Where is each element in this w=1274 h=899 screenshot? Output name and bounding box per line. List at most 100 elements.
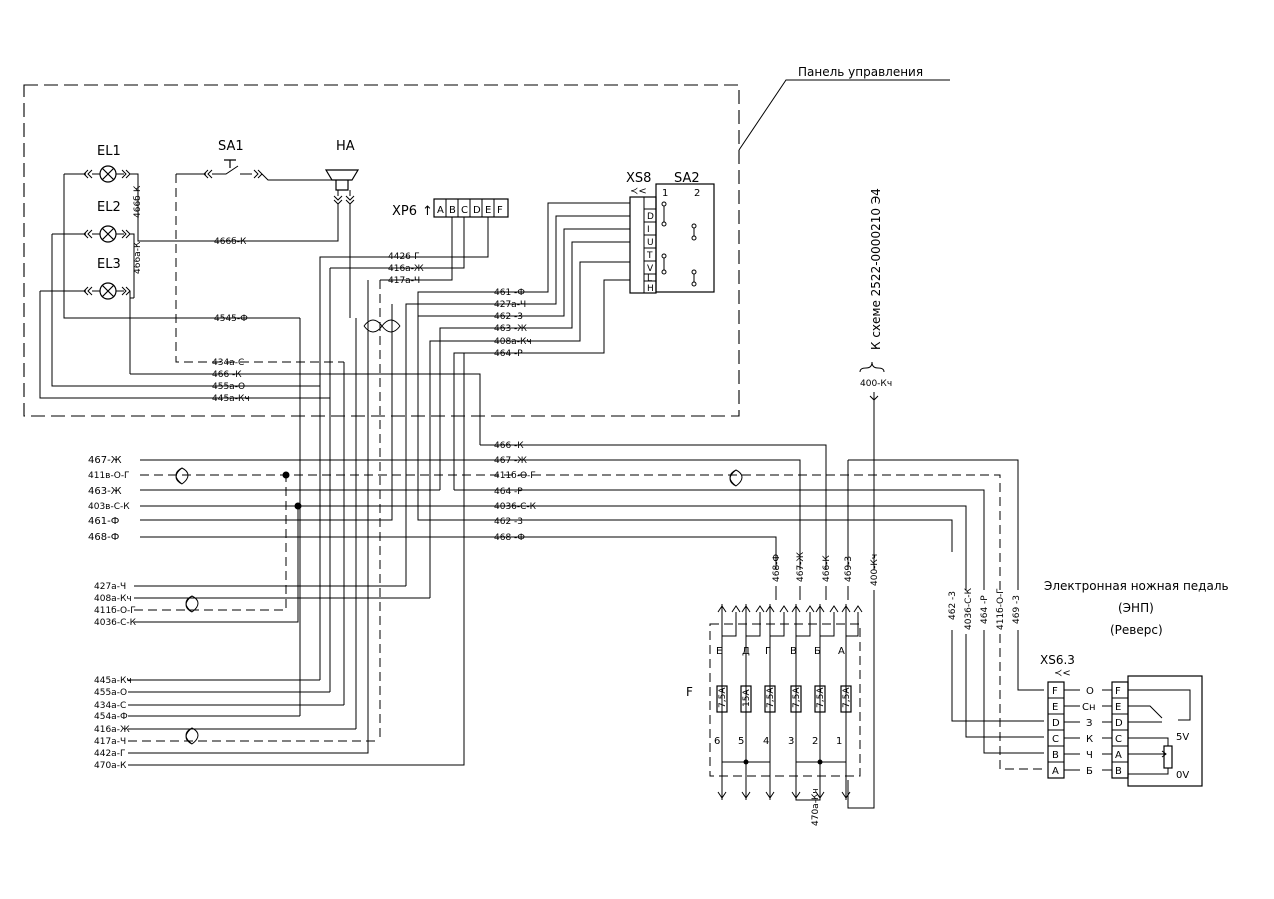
el1-label: EL1 [97,144,121,159]
svg-text:408а-Кч: 408а-Кч [94,594,132,604]
svg-text:411в-О-Г: 411в-О-Г [88,471,130,481]
connector-xs8: XS8 ≺< D I U T V L H [626,171,657,294]
svg-text:Ч: Ч [1086,750,1093,761]
svg-text:Б: Б [1086,766,1093,777]
svg-text:E: E [1052,702,1058,713]
svg-text:4036-С-К: 4036-С-К [494,502,537,512]
svg-text:E: E [1115,702,1121,713]
svg-text:Д: Д [742,646,750,657]
svg-text:A: A [437,205,444,216]
svg-text:461-Ф: 461-Ф [88,516,120,527]
svg-text:7,5А: 7,5А [792,687,802,708]
fuse-block-f: F 468-Ф 467-Ж 466-К 469-3 400-Кч 7,5А 15… [686,552,880,826]
svg-text:400-Кч: 400-Кч [870,554,880,586]
svg-text:Е: Е [716,646,722,657]
svg-text:462 -3: 462 -3 [494,517,523,527]
svg-text:F: F [497,205,503,216]
pedal-abbr: (ЭНП) [1118,601,1154,615]
svg-text:467-Ж: 467-Ж [88,455,122,466]
left-wire-group-1: 467-Ж 411в-О-Г 463-Ж 403в-С-К 461-Ф 468-… [88,444,1019,590]
sa2-label: SA2 [674,171,700,186]
svg-text:I: I [647,225,650,235]
wire-455a: 455а-О [212,382,245,392]
svg-text:416а-Ж: 416а-Ж [94,725,130,735]
svg-text:2: 2 [694,188,700,199]
wire-463: 463 -Ж [494,324,527,334]
wire-4545-f: 4545-Ф [214,314,248,324]
wire-464: 464 -Р [494,349,523,359]
ext-ref-text: К схеме 2522-0000210 Э4 [869,188,883,350]
left-wire-group-3: 445а-Кч 455а-О 434а-С 454а-Ф 416а-Ж 417а… [94,280,465,771]
svg-text:F: F [1115,686,1121,697]
svg-text:A: A [1052,766,1059,777]
svg-text:A: A [1115,750,1122,761]
svg-text:427а-Ч: 427а-Ч [94,582,126,592]
svg-text:7,5А: 7,5А [718,687,728,708]
svg-text:5V: 5V [1176,732,1189,743]
lamp-el3: EL3 [40,257,131,300]
svg-text:455а-О: 455а-О [94,688,127,698]
f-label: F [686,685,693,699]
svg-text:≺<: ≺< [1054,668,1071,679]
svg-text:411б-О-Г: 411б-О-Г [996,588,1006,630]
svg-text:0V: 0V [1176,770,1189,781]
left-wire-group-2: 427а-Ч 408а-Кч 411б-О-Г 4036-С-К [94,475,430,628]
el3-label: EL3 [97,257,121,272]
svg-text:411б-О-Г: 411б-О-Г [494,471,536,481]
svg-text:403в-С-К: 403в-С-К [88,502,130,512]
electronic-pedal: Электронная ножная педаль (ЭНП) (Реверс)… [948,579,1229,787]
svg-text:V: V [647,264,654,274]
wire-466-k: 466 -К [212,370,242,380]
svg-text:В: В [790,646,797,657]
svg-text:6: 6 [714,736,720,747]
pedal-title: Электронная ножная педаль [1044,579,1229,593]
svg-text:D: D [1052,718,1060,729]
svg-text:15А: 15А [742,689,752,707]
wire-462: 462 -3 [494,312,523,322]
svg-text:466 -К: 466 -К [494,441,524,451]
control-panel-frame: Панель управления [23,65,950,417]
svg-text:З: З [1086,718,1092,729]
svg-text:7,5А: 7,5А [842,687,852,708]
svg-text:462 -3: 462 -3 [948,591,958,620]
svg-text:B: B [449,205,456,216]
svg-text:1: 1 [662,188,668,199]
svg-text:U: U [647,238,654,248]
wire-445a: 445а-Кч [212,394,250,404]
svg-text:4: 4 [763,736,769,747]
svg-text:F: F [1052,686,1058,697]
fuse-columns [717,604,863,800]
xp6-label: XP6 [392,204,417,219]
svg-text:Г: Г [765,646,771,657]
svg-text:445а-Кч: 445а-Кч [94,676,132,686]
wire-461: 461 -Ф [494,288,525,298]
wire-466b-label: 466б-К [133,185,143,218]
svg-text:467-Ж: 467-Ж [796,552,806,582]
svg-text:1: 1 [836,736,842,747]
svg-text:D: D [473,205,481,216]
svg-text:H: H [647,284,654,294]
svg-text:3: 3 [788,736,794,747]
switch-sa2: SA2 1 2 [655,171,715,293]
svg-text:C: C [1115,734,1122,745]
svg-text:469-3: 469-3 [844,556,854,582]
svg-text:C: C [1052,734,1059,745]
svg-text:468-Ф: 468-Ф [772,554,782,582]
connector-xp6: XP6 ↑ A B C D E F [392,198,509,219]
svg-text:467 -Ж: 467 -Ж [494,456,527,466]
wire-408a: 408а-Кч [494,337,532,347]
el2-label: EL2 [97,200,121,215]
wire-4426: 4426-Г [388,252,420,262]
svg-text:417а-Ч: 417а-Ч [94,737,126,747]
xs8-label: XS8 [626,171,651,186]
svg-text:Сн: Сн [1082,702,1096,713]
svg-text:400-Кч: 400-Кч [860,379,892,389]
svg-text:4036-С-К: 4036-С-К [964,587,974,630]
svg-text:464 -Р: 464 -Р [980,595,990,624]
svg-text:442а-Г: 442а-Г [94,749,125,759]
svg-text:7,5А: 7,5А [766,687,776,708]
wire-466a-label: 466а-К [133,241,143,274]
svg-text:454а-Ф: 454а-Ф [94,712,128,722]
svg-text:466-К: 466-К [822,555,832,582]
